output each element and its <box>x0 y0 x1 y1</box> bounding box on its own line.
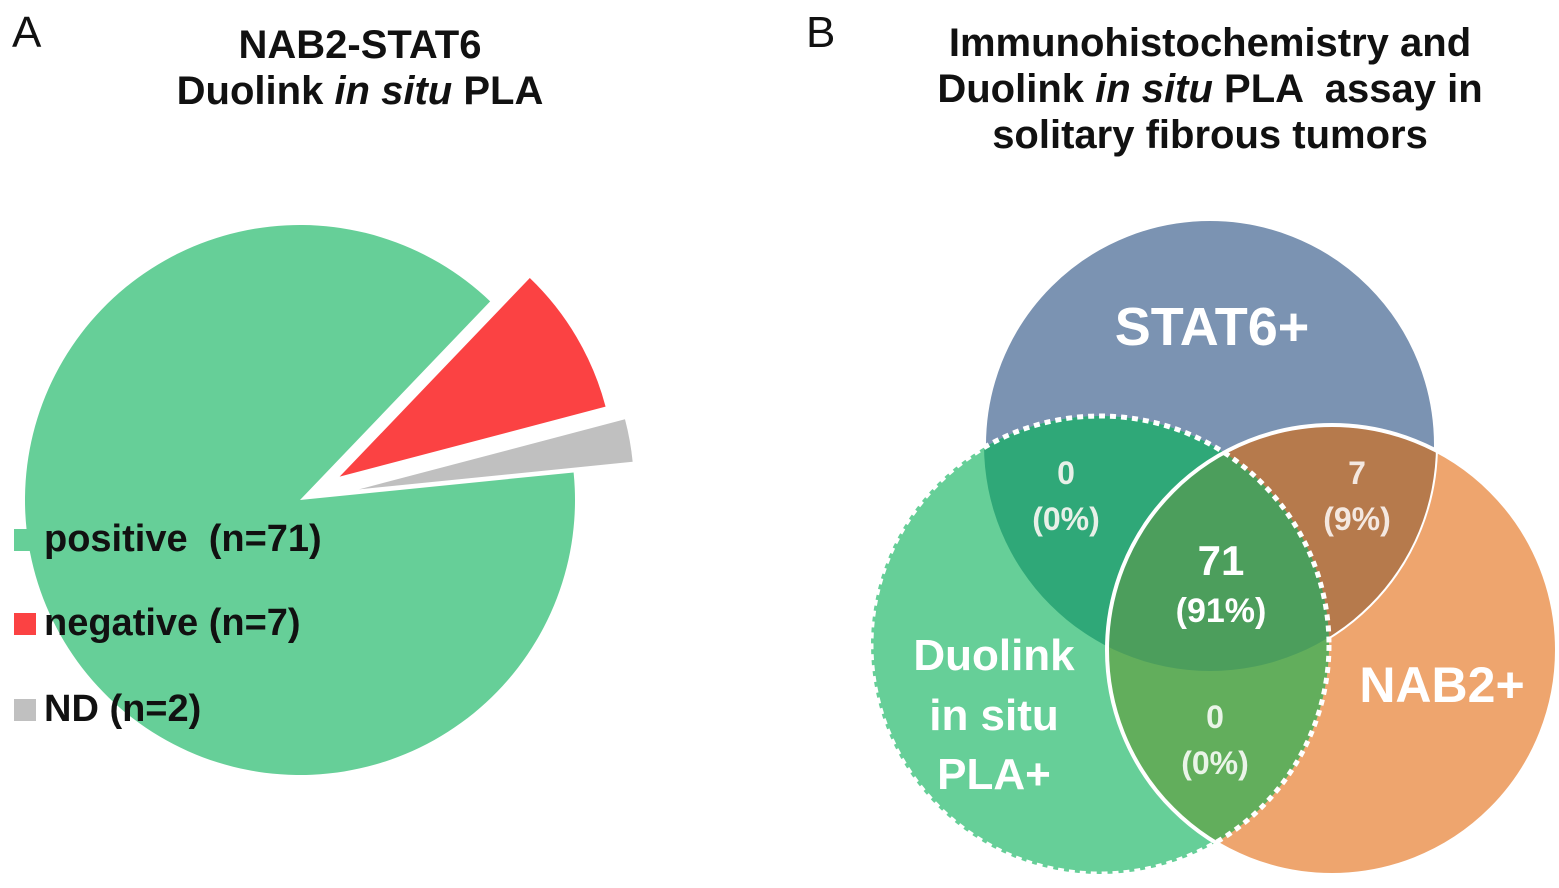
pie-slice-nd <box>359 419 633 490</box>
pie-title-prefix: Duolink <box>176 69 335 113</box>
legend-label-positive: positive (n=71) <box>44 518 322 560</box>
pie-title-italic: in situ <box>334 69 453 113</box>
venn-region-all-three <box>1107 425 1329 671</box>
pie-title-suffix: PLA <box>452 69 544 113</box>
legend-item-negative: negative (n=7) <box>14 602 301 645</box>
pie-title-line2: Duolink in situ PLA <box>130 68 590 114</box>
venn-title-line1: Immunohistochemistry and <box>948 21 1472 65</box>
venn-count-duolink-nab2: 0 <box>1206 699 1224 735</box>
venn-title-suffix: PLA assay in <box>1212 67 1483 111</box>
pie-title-line1: NAB2-STAT6 <box>238 23 482 67</box>
venn-title-prefix: Duolink <box>937 67 1096 111</box>
venn-percent-all-three: (91%) <box>1176 592 1267 630</box>
venn-percent-stat6-duolink: (0%) <box>1032 501 1100 537</box>
legend-label-nd: ND (n=2) <box>44 688 202 730</box>
venn-label-duolink-line2: in situ <box>929 691 1059 740</box>
venn-percent-duolink-nab2: (0%) <box>1181 745 1249 781</box>
venn-label-duolink-line1: Duolink <box>913 631 1075 680</box>
panel-b-letter: B <box>806 8 836 57</box>
venn-count-stat6-duolink: 0 <box>1057 455 1075 491</box>
legend-swatch-positive <box>14 528 36 551</box>
venn-title-italic: in situ <box>1095 67 1213 111</box>
venn-count-stat6-nab2: 7 <box>1348 455 1366 491</box>
venn-chart-title: Immunohistochemistry and Duolink in situ… <box>840 20 1559 158</box>
venn-diagram: STAT6+ NAB2+ Duolink in situ PLA+ 0 (0%)… <box>868 217 1559 877</box>
pie-chart <box>25 224 633 776</box>
legend-swatch-nd <box>14 698 36 721</box>
venn-percent-stat6-nab2: (9%) <box>1323 501 1391 537</box>
legend-label-negative: negative (n=7) <box>44 602 301 644</box>
legend-swatch-negative <box>14 612 36 635</box>
venn-outline-nab2 <box>1105 423 1559 877</box>
venn-label-stat6: STAT6+ <box>1115 297 1310 357</box>
pie-slice-positive <box>25 224 575 776</box>
legend-item-nd: ND (n=2) <box>14 688 201 731</box>
pie-slice-negative <box>339 278 606 477</box>
venn-count-all-three: 71 <box>1198 537 1245 584</box>
venn-outline-duolink <box>868 413 1332 877</box>
legend-item-positive: positive (n=71) <box>14 518 322 561</box>
venn-title-line2: Duolink in situ PLA assay in <box>840 66 1559 112</box>
venn-label-duolink-line3: PLA+ <box>937 750 1051 799</box>
panel-a-letter: A <box>12 8 42 57</box>
pie-chart-title: NAB2-STAT6 Duolink in situ PLA <box>130 22 590 114</box>
venn-title-line3: solitary fibrous tumors <box>992 113 1428 157</box>
venn-label-nab2: NAB2+ <box>1359 657 1524 713</box>
